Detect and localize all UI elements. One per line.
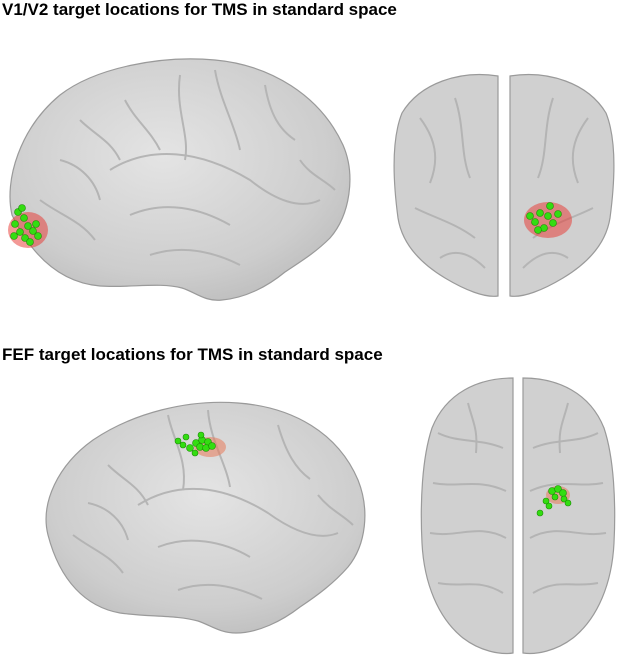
brain-silhouette xyxy=(393,73,615,297)
brain-lateral-fef xyxy=(45,401,366,634)
v1v2-target-points xyxy=(526,202,562,234)
brain-silhouette xyxy=(420,377,616,655)
panel-title-v1v2: V1/V2 target locations for TMS in standa… xyxy=(2,0,397,19)
brain-silhouette xyxy=(45,401,366,634)
brain-lateral-v1v2 xyxy=(8,58,351,301)
fef-target-points xyxy=(174,431,216,457)
sulci xyxy=(72,409,354,600)
v1v2-target-points xyxy=(10,204,42,246)
brain-superior-fef xyxy=(420,377,616,655)
fef-target-points xyxy=(536,485,572,517)
sulci xyxy=(429,402,607,594)
panel-title-fef: FEF target locations for TMS in standard… xyxy=(2,345,383,364)
brain-posterior-v1v2 xyxy=(393,73,615,297)
sulci xyxy=(39,69,336,266)
